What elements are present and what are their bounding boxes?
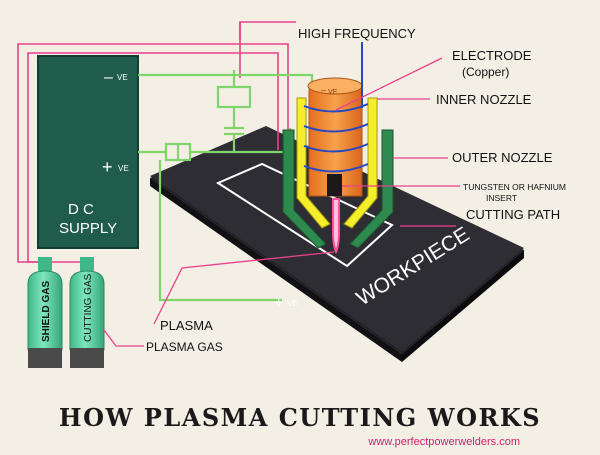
electrode-ve-label: VE <box>328 89 338 96</box>
inner-nozzle <box>296 97 378 229</box>
shield-gas-cylinder <box>27 257 63 368</box>
electrode-leader <box>335 57 443 111</box>
outer-nozzle-label: OUTER NOZZLE <box>452 150 553 165</box>
electrode-material-label: (Copper) <box>462 65 509 79</box>
electrode-ve-sign: – <box>321 85 326 95</box>
cutting-gas-cylinder <box>69 257 105 368</box>
positive-ve-label: VE <box>118 164 129 173</box>
plasma-gas-leader <box>103 329 144 347</box>
coil <box>303 42 369 173</box>
page-title: HOW PLASMA CUTTING WORKS <box>59 403 541 432</box>
plasma-leader <box>153 251 335 325</box>
insert-label-line1: TUNGSTEN OR HAFNIUM <box>463 182 566 192</box>
cap-link <box>158 160 282 302</box>
leader-lines <box>103 57 460 347</box>
high-frequency-label: HIGH FREQUENCY <box>298 26 416 41</box>
electrode <box>307 77 363 197</box>
workpiece-ve-label: VE <box>287 299 298 308</box>
negative-ve-label: VE <box>117 73 128 82</box>
dc-supply-label-line2: SUPPLY <box>59 220 117 237</box>
cutting-gas-label: CUTTING GAS <box>83 273 94 342</box>
negative-sign: – <box>104 69 113 86</box>
workpiece-plus-sign: + <box>274 295 283 312</box>
cutting-path-label: CUTTING PATH <box>466 207 560 222</box>
insert-label-line2: INSERT <box>486 193 517 203</box>
tungsten-insert <box>327 174 342 196</box>
plasma-jet <box>332 198 340 254</box>
outer-nozzle <box>282 129 394 249</box>
electrode-label: ELECTRODE <box>452 48 532 63</box>
website-url: www.perfectpowerwelders.com <box>367 436 520 448</box>
positive-sign: + <box>102 157 113 177</box>
dc-supply-box <box>37 55 139 249</box>
neg-wire-to-electrode <box>236 73 314 86</box>
inner-nozzle-label: INNER NOZZLE <box>436 92 532 107</box>
shield-gas-label: SHIELD GAS <box>41 281 52 342</box>
dc-supply-label-line1: D C <box>68 201 94 218</box>
plasma-gas-label: PLASMA GAS <box>146 340 223 354</box>
plasma-label: PLASMA <box>160 318 213 333</box>
hf-coupler-box <box>216 85 252 109</box>
pink-wire-hf <box>239 21 296 40</box>
